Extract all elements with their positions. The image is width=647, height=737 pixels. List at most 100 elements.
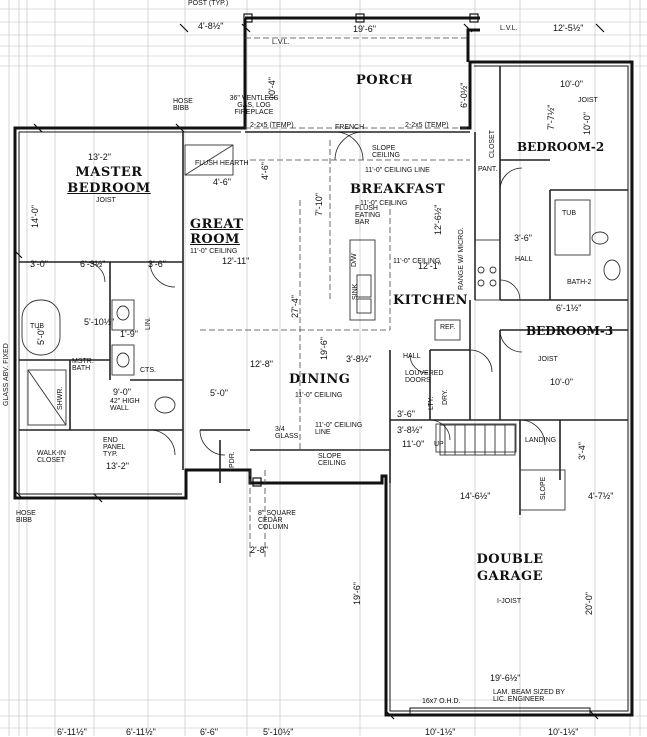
note-dry: DRY. <box>442 389 449 405</box>
dim-bottom-4: 5'-10½" <box>263 727 294 737</box>
dim-4-6: 4'-6" <box>260 162 270 180</box>
dim-12-8: 12'-8" <box>250 359 273 369</box>
note-lin: LIN. <box>145 317 152 330</box>
dim-bottom-6: 10'-1½" <box>548 727 579 737</box>
garage-door <box>409 707 591 715</box>
dim-7-10: 7'-10" <box>314 193 324 216</box>
note-french: FRENCH <box>335 124 365 131</box>
note-great-ceiling: 11'-0" CEILING <box>190 248 238 255</box>
dim-10-0-bed2b: 10'-0" <box>582 112 592 135</box>
doors <box>84 131 546 456</box>
dim-19-6-garage: 19'-6" <box>352 582 362 605</box>
note-up: UP <box>434 441 444 448</box>
room-great-line1: GREAT <box>190 217 244 232</box>
note-tub-master: TUB <box>30 323 44 330</box>
note-post: POST (TYP.) <box>188 0 229 7</box>
note-glass-34: 3/4 GLASS <box>275 426 299 440</box>
exterior-walls-inner <box>18 65 629 712</box>
note-glass-abv: GLASS ABV. FIXED <box>3 343 10 406</box>
dim-10-0-bed3: 10'-0" <box>550 377 573 387</box>
dim-11-0: 11'-0" <box>402 439 425 449</box>
dim-12-11: 12'-11" <box>222 256 250 266</box>
room-breakfast: BREAKFAST <box>350 182 446 197</box>
dim-3-6: 3'-6" <box>148 259 166 269</box>
note-cts: CTS. <box>140 367 156 374</box>
room-bedroom-2: BEDROOM-2 <box>517 140 605 154</box>
note-dining-ceiling-line: 11'-0" CEILING LINE <box>315 422 363 436</box>
dim-bottom-2: 6'-11½" <box>126 727 156 737</box>
dim-14-6: 14'-6½" <box>460 491 491 501</box>
room-kitchen: KITCHEN <box>393 293 468 308</box>
dim-1-9: 1'-9" <box>120 329 138 339</box>
note-hose-bibb-top: HOSE BIBB <box>173 98 193 112</box>
note-landing: LANDING <box>525 437 557 444</box>
note-joist-bed2: JOIST <box>578 97 598 104</box>
room-double-garage: DOUBLE GARAGE <box>470 551 550 585</box>
note-ceiling-line-top: 11'-0" CEILING LINE <box>365 167 430 174</box>
note-end-panel: END PANEL TYP. <box>103 437 126 458</box>
note-breakfast-ceiling: 11'-0" CEILING <box>360 200 408 207</box>
note-cedar-column: 8" SQUARE CEDAR COLUMN <box>258 510 296 531</box>
dim-6-0: 6'-0½" <box>459 82 469 108</box>
dim-bottom-1: 6'-11½" <box>57 727 87 737</box>
note-joist-master: JOIST <box>96 197 116 204</box>
note-lty: LTY. <box>428 396 435 410</box>
note-flush-bar: FLUSH EATING BAR <box>355 205 381 226</box>
dim-10-0-bed2: 10'-0" <box>560 79 583 89</box>
dim-5-0: 5'-0" <box>36 327 46 345</box>
stair <box>435 423 517 453</box>
dim-2-8: 2'-8" <box>250 545 268 555</box>
note-pdr: PDR. <box>229 451 236 468</box>
room-great-line2: ROOM <box>190 232 240 247</box>
room-master-line2: BEDROOM <box>67 181 151 196</box>
note-walk-in: WALK-IN CLOSET <box>37 450 66 464</box>
note-mstr-bath: MSTR. BATH <box>72 358 94 372</box>
room-great-room: GREAT ROOM <box>190 217 244 247</box>
dim-3-4: 3'-4" <box>577 442 587 460</box>
note-temp-left: 2-2x5 (TEMP) <box>250 122 294 129</box>
note-lvl-right: L.V.L. <box>500 25 518 32</box>
note-kitchen-ceiling: 11'-0" CEILING <box>393 258 441 265</box>
dim-3-6b: 3'-6" <box>514 233 532 243</box>
dim-9-0: 9'-0" <box>113 387 131 397</box>
room-bedroom-3: BEDROOM-3 <box>526 324 614 338</box>
dim-4-6b: 4'-6" <box>213 177 231 187</box>
note-high-wall: 42" HIGH WALL <box>110 398 140 412</box>
dim-5-0b: 5'-0" <box>210 388 228 398</box>
note-lam-beam: LAM. BEAM SIZED BY LIC. ENGINEER <box>493 689 565 703</box>
note-range: RANGE W/ MICRO. <box>458 227 465 290</box>
note-slope-ceiling-top: SLOPE CEILING <box>372 145 401 159</box>
note-fireplace: 36" VENTLESS GAS, LOG FIREPLACE <box>229 95 279 116</box>
dimension-ticks <box>13 23 605 720</box>
dim-3-8-top: 3'-8½" <box>346 354 372 364</box>
note-i-joist: I-JOIST <box>497 598 522 605</box>
dim-6-1: 6'-1½" <box>556 303 582 313</box>
dim-7-7: 7'-7½" <box>546 104 556 130</box>
exterior-walls <box>13 16 634 717</box>
room-master-line1: MASTER <box>75 165 143 180</box>
dim-14-0: 14'-0" <box>30 205 40 228</box>
dim-19-6b: 19'-6½" <box>490 673 521 683</box>
note-pant: PANT. <box>478 166 498 173</box>
dim-3-6-stair: 3'-6" <box>397 409 415 419</box>
room-porch: PORCH <box>356 73 414 88</box>
room-master-bedroom: MASTER BEDROOM <box>64 165 154 197</box>
dim-10-4: 10'-4" <box>267 77 277 100</box>
note-flush-hearth: FLUSH HEARTH <box>195 160 249 167</box>
room-garage-line2: GARAGE <box>476 569 544 584</box>
note-temp-right: 2-2x5 (TEMP) <box>405 122 449 129</box>
dim-12-1: 12'-1" <box>418 261 441 271</box>
dim-19-6-top: 19'-6" <box>353 24 376 34</box>
beam-lines <box>200 37 470 560</box>
note-slope-ceiling-bottom: SLOPE CEILING <box>318 453 347 467</box>
dim-13-2-top: 13'-2" <box>88 152 111 162</box>
note-lvl-left: L.V.L. <box>272 39 290 46</box>
note-slope: SLOPE <box>540 476 547 500</box>
dim-5-10: 5'-10½" <box>84 317 115 327</box>
note-hose-bibb-bottom: HOSE BIBB <box>16 510 36 524</box>
dim-12-5: 12'-5½" <box>553 23 584 33</box>
dim-bottom-3: 6'-6" <box>200 727 218 737</box>
note-dining-ceiling: 11'-0" CEILING <box>295 392 343 399</box>
